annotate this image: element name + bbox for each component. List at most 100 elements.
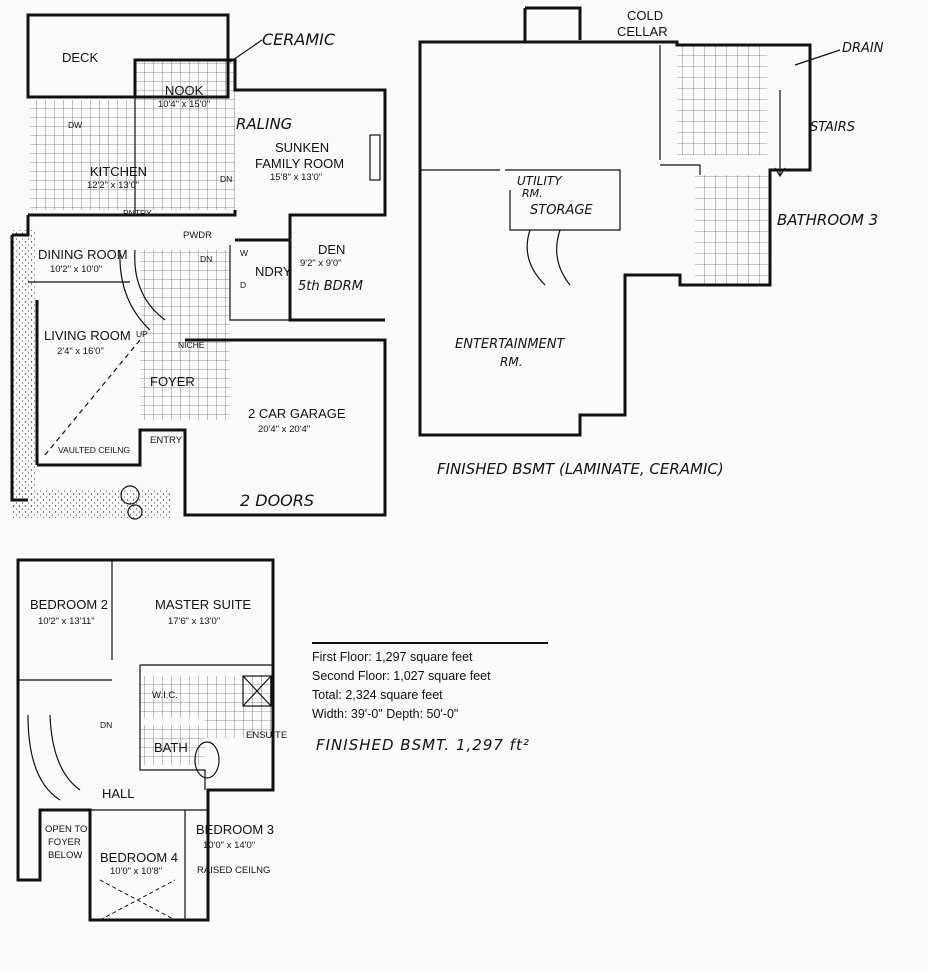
nook-dims: 10'4" x 15'0": [158, 99, 210, 110]
laundry-label: NDRY: [255, 264, 292, 279]
bath-wall: [139, 665, 206, 790]
cold-cellar-wall: [525, 6, 582, 40]
master-bath-tile: [140, 676, 205, 718]
pantry-label: PNTRY: [123, 208, 152, 218]
nook-label: NOOK: [165, 83, 204, 98]
foyer-label: FOYER: [150, 374, 195, 389]
open-to-foyer-label-3: BELOW: [48, 850, 82, 861]
niche-label: NICHE: [178, 340, 205, 350]
fireplace-icon: [369, 134, 381, 181]
stair-down-label: DN: [220, 174, 232, 184]
utility-storage-wall: [505, 169, 621, 231]
drain-pointer: [794, 49, 841, 66]
den-label: DEN: [318, 242, 345, 257]
upper-stair-down-label: DN: [100, 720, 112, 730]
bedroom-2-dims: 10'2" x 13'11": [38, 616, 95, 627]
foyer-tile: [140, 250, 230, 420]
raised-ceiling-label: RAISED CEILNG: [197, 865, 270, 876]
ensuite-label: ENSUITE: [246, 730, 287, 741]
family-room-label-2: FAMILY ROOM: [255, 156, 344, 171]
exterior-wall: [10, 235, 28, 502]
entertainment-room-label-2: RM.: [500, 355, 523, 369]
first-floor-area: First Floor: 1,297 square feet: [312, 650, 473, 664]
garage-doors-annotation: 2 DOORS: [240, 491, 314, 510]
living-room-label: LIVING ROOM: [44, 328, 131, 343]
bedroom-4-label: BEDROOM 4: [100, 850, 178, 865]
dining-room-dims: 10'2" x 10'0": [50, 264, 102, 275]
kitchen-dims: 12'2" x 13'0": [87, 180, 139, 191]
basement-plan: COLD CELLAR DRAIN STAIRS UTILITY RM. STO…: [418, 6, 884, 478]
drain-annotation: DRAIN: [842, 41, 884, 56]
basement-stair-curve: [556, 229, 571, 286]
stair-down-label-2: DN: [200, 254, 212, 264]
kitchen-tile: [30, 100, 135, 210]
basement-wall: [660, 164, 701, 175]
bedroom-3-dims: 10'0" x 14'0": [203, 840, 255, 851]
landscape-texture: [12, 230, 37, 510]
exterior-wall: [12, 215, 30, 237]
hall-label: HALL: [102, 786, 135, 801]
railing-annotation: RALING: [236, 115, 292, 133]
house-dimensions: Width: 39'-0" Depth: 50'-0": [312, 707, 459, 721]
cold-cellar-label-1: COLD: [627, 8, 663, 23]
interior-wall: [28, 210, 237, 217]
stair-up-label: UP: [136, 329, 148, 339]
basement-caption: FINISHED BSMT (LAMINATE, CERAMIC): [437, 460, 724, 478]
shrub-icon: [120, 485, 140, 505]
drain-area-tile: [677, 45, 767, 155]
upper-stair-curve: [49, 714, 81, 791]
closet-lines: [99, 879, 176, 921]
landscape-texture: [12, 490, 172, 518]
deck-label: DECK: [62, 50, 98, 65]
den-dims: 9'2" x 9'0": [300, 258, 342, 269]
walk-in-closet-label: W.I.C.: [152, 690, 178, 701]
square-footage-summary: First Floor: 1,297 square feet Second Fl…: [312, 642, 552, 724]
ceramic-annotation: CERAMIC: [262, 30, 336, 49]
bath-tile: [140, 725, 205, 765]
stair-curve: [134, 249, 166, 321]
second-floor-outline: [16, 558, 275, 922]
living-room-dims: 2'4" x 16'0": [57, 346, 104, 357]
bathroom-tile: [695, 175, 770, 285]
ceramic-pointer: [229, 39, 263, 63]
stairs-arrow-head: [774, 167, 786, 178]
open-to-foyer-label-2: FOYER: [48, 837, 81, 848]
stair-curve: [119, 249, 151, 331]
stairs-annotation: STAIRS: [810, 120, 855, 135]
vaulted-ceiling-label: VAULTED CEILNG: [58, 445, 130, 455]
basement-area-annotation: FINISHED BSMT. 1,297 ft²: [316, 736, 530, 754]
entertainment-room-label-1: ENTERTAINMENT: [455, 337, 565, 352]
bedroom-2-label: BEDROOM 2: [30, 597, 108, 612]
bathroom-3-label: BATHROOM 3: [777, 211, 878, 229]
powder-room-label: PWDR: [183, 230, 212, 241]
basement-stair-curve: [526, 229, 546, 286]
master-suite-dims: 17'6" x 13'0": [168, 616, 220, 627]
bedroom-3-label: BEDROOM 3: [196, 822, 274, 837]
entry-label: ENTRY: [150, 435, 183, 446]
kitchen-label: KITCHEN: [90, 164, 147, 179]
dining-room-label: DINING ROOM: [38, 247, 128, 262]
shrub-icon: [127, 504, 143, 520]
first-floor-plan: DECK CERAMIC NOOK 10'4" x 15'0" RALING S…: [10, 13, 387, 520]
family-room-label-1: SUNKEN: [275, 140, 329, 155]
open-to-foyer-label-1: OPEN TO: [45, 824, 87, 835]
cold-cellar-label-2: CELLAR: [617, 24, 668, 39]
storage-label: STORAGE: [530, 203, 593, 218]
dishwasher-label: DW: [68, 120, 82, 130]
laundry-wall: [229, 245, 290, 321]
upper-stair-curve: [27, 714, 61, 801]
garage-label: 2 CAR GARAGE: [248, 406, 346, 421]
garage-dims: 20'4" x 20'4": [258, 424, 310, 435]
master-suite-label: MASTER SUITE: [155, 597, 251, 612]
utility-room-label-1: UTILITY: [517, 174, 563, 188]
total-area: Total: 2,324 square feet: [312, 688, 443, 702]
den-bedroom-annotation: 5th BDRM: [298, 279, 363, 294]
basement-outline: [418, 40, 812, 437]
bedroom-4-dims: 10'0" x 10'8": [110, 866, 162, 877]
nook-tile: [135, 60, 235, 210]
washer-label: W: [240, 248, 248, 258]
dryer-label: D: [240, 280, 246, 290]
vaulted-ceiling-line: [44, 339, 141, 456]
